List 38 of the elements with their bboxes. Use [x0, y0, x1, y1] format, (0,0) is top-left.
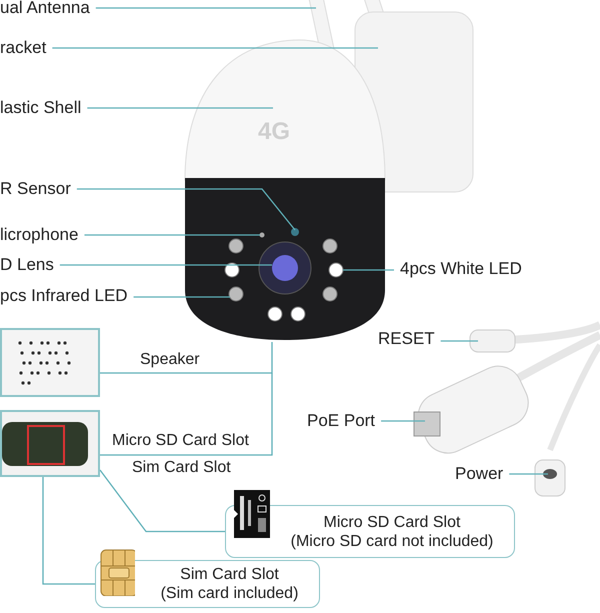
leader-line: [381, 420, 425, 422]
speaker-photo: [0, 328, 100, 397]
callout-label: lastic Shell: [0, 98, 82, 118]
leader-line: [84, 234, 260, 236]
callout-text: Sim Card Slot: [179, 565, 280, 584]
callout-text: (Micro SD card not included): [290, 532, 494, 550]
leader-line: [343, 269, 394, 271]
leader-line: [100, 373, 273, 456]
leader-line: [134, 296, 230, 298]
leader-line: [509, 473, 548, 475]
edge-label: Micro SD Card Slot: [112, 431, 249, 451]
callout-label: R Sensor: [0, 179, 71, 199]
callout-label: Power: [455, 464, 504, 484]
callout-box: [225, 505, 515, 558]
leader-line: [99, 470, 225, 532]
sim-chip-picture: [99, 548, 135, 596]
callout-label: racket: [0, 38, 46, 58]
callout-text: (Sim card included): [160, 584, 300, 603]
callout-text: Micro SD Card Slot: [322, 512, 462, 532]
leader-line: [100, 342, 273, 374]
leader-line: [96, 7, 316, 9]
callout-label: 4pcs White LED: [400, 259, 522, 279]
leader-line: [76, 188, 296, 230]
callout-label: RESET: [378, 329, 435, 349]
callout-label: PoE Port: [307, 411, 376, 431]
callout-label: D Lens: [0, 255, 54, 275]
leader-line: [52, 47, 378, 49]
card-slot-photo: [0, 410, 100, 477]
leader-line: [440, 340, 478, 342]
leader-line: [42, 477, 95, 585]
leader-line: [60, 264, 272, 266]
memory-card-picture: [232, 488, 272, 540]
callout-label: ual Antenna: [0, 0, 90, 18]
callout-label: pcs Infrared LED: [0, 286, 128, 306]
callout-label: Sim Card Slot: [132, 458, 231, 478]
edge-label: Speaker: [140, 350, 200, 370]
callout-label: licrophone: [0, 225, 78, 245]
leader-line: [87, 107, 273, 109]
